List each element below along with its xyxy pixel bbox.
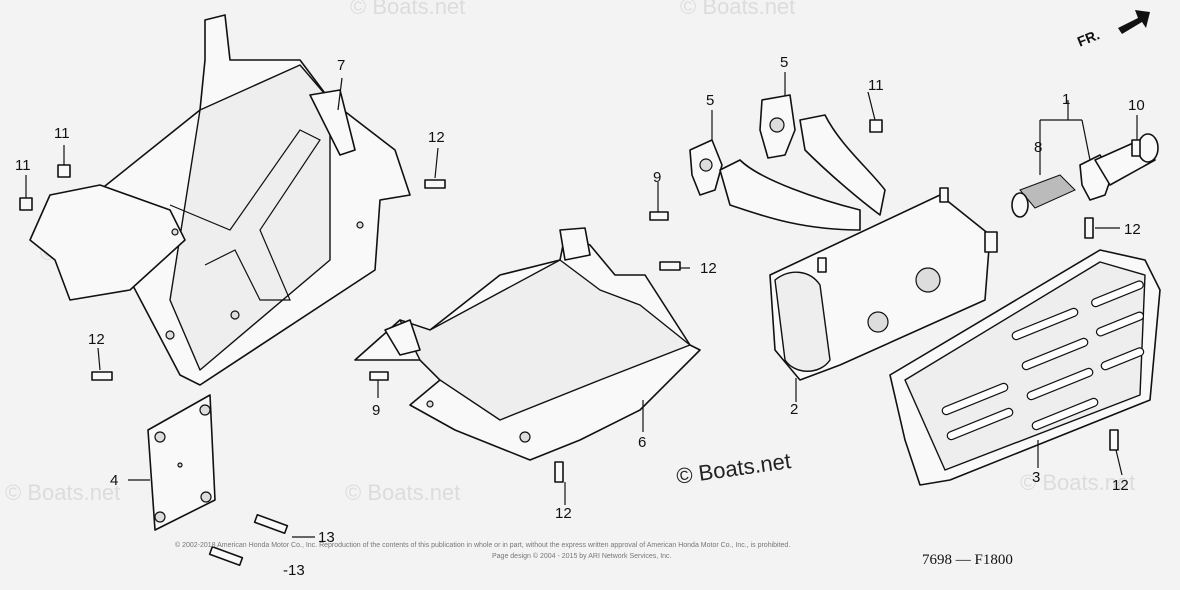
bolt-13: [208, 545, 244, 567]
watermark: © Boats.net: [5, 480, 121, 505]
callout-6: 6: [638, 434, 647, 451]
callout-3: 3: [1032, 469, 1041, 486]
tailpipe-part-1: [1079, 133, 1159, 201]
watermark: © Boats.net: [345, 480, 461, 505]
shield-part-6: [354, 227, 701, 461]
callout-1: 1: [1062, 91, 1071, 108]
bolt-13: [253, 513, 289, 535]
bolt-9: [649, 211, 669, 221]
callout-12: 12: [1124, 221, 1141, 238]
bolt-10: [1131, 139, 1141, 157]
gasket-part-5: [689, 94, 796, 196]
nut-11: [869, 119, 883, 133]
muffler-part-2: [719, 114, 998, 381]
callout-10: 10: [1128, 97, 1145, 114]
screen-part-8: [1011, 174, 1076, 218]
front-direction-arrow: [1118, 10, 1150, 34]
bolt-12: [1109, 429, 1119, 451]
callout-12: 12: [700, 260, 717, 277]
copyright-line: Page design © 2004 - 2015 by ARI Network…: [492, 553, 672, 560]
bracket-part-7: [29, 14, 411, 386]
cover-part-3: [889, 249, 1161, 486]
bolt-12: [1084, 217, 1094, 239]
callout-12: 12: [555, 505, 572, 522]
plate-part-4: [147, 394, 216, 531]
bolt-12: [91, 371, 113, 381]
callout-11: 11: [15, 157, 31, 174]
leader-lines: [25, 72, 1138, 538]
bolt-12: [659, 261, 681, 271]
cover-slots: [941, 280, 1145, 441]
watermark: © Boats.net: [350, 0, 466, 19]
callout-9: 9: [372, 402, 381, 419]
callout-12: 12: [88, 331, 105, 348]
diagram-code: 7698 — F1800: [922, 552, 1013, 568]
callout-5: 5: [780, 54, 789, 71]
callout-7: 7: [337, 57, 346, 74]
callout-9: 9: [653, 169, 662, 186]
watermark: © Boats.net: [680, 0, 796, 19]
callout-11: 11: [54, 125, 70, 142]
callout-4: 4: [110, 472, 119, 489]
callout-12: 12: [1112, 477, 1129, 494]
bolt-9: [369, 371, 389, 381]
callout-13: -13: [283, 562, 305, 579]
callout-8: 8: [1034, 139, 1043, 156]
nut-11: [19, 197, 33, 211]
nut-11: [57, 164, 71, 178]
callout-11: 11: [868, 77, 884, 94]
copyright-line: © 2002-2018 American Honda Motor Co., In…: [175, 542, 791, 549]
callout-13: 13: [318, 529, 335, 546]
fasteners: [19, 119, 1141, 567]
callout-12: 12: [428, 129, 445, 146]
callout-5: 5: [706, 92, 715, 109]
bolt-12: [554, 461, 564, 483]
bolt-12: [424, 179, 446, 189]
callout-2: 2: [790, 401, 799, 418]
watermark: © Boats.net: [1020, 470, 1136, 495]
